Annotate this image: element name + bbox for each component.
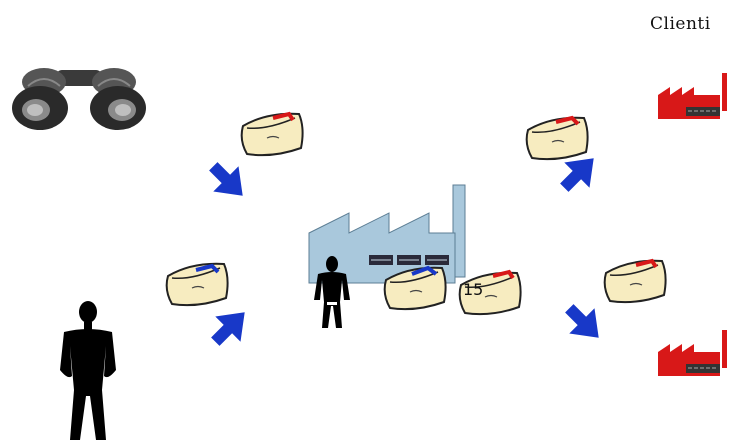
binoculars-icon xyxy=(12,68,146,130)
envelope-icon xyxy=(522,115,592,162)
envelope-icon xyxy=(237,111,307,158)
client-factory-icon xyxy=(656,73,736,123)
arrow-icon xyxy=(558,152,600,194)
factory-icon xyxy=(308,184,466,284)
calendar-envelope-icon: 15 xyxy=(455,266,525,318)
day-number-label: 15 xyxy=(463,280,484,299)
client-factory-icon xyxy=(656,330,736,380)
arrow-icon xyxy=(209,306,251,348)
worker-icon xyxy=(314,256,350,328)
arrow-icon xyxy=(207,160,249,202)
arrow-icon xyxy=(563,302,605,344)
envelope-icon xyxy=(600,258,670,305)
person-silhouette-icon xyxy=(60,301,116,440)
envelope-icon xyxy=(162,258,232,308)
envelope-icon xyxy=(380,265,450,312)
clienti-label: Clienti xyxy=(650,14,711,34)
